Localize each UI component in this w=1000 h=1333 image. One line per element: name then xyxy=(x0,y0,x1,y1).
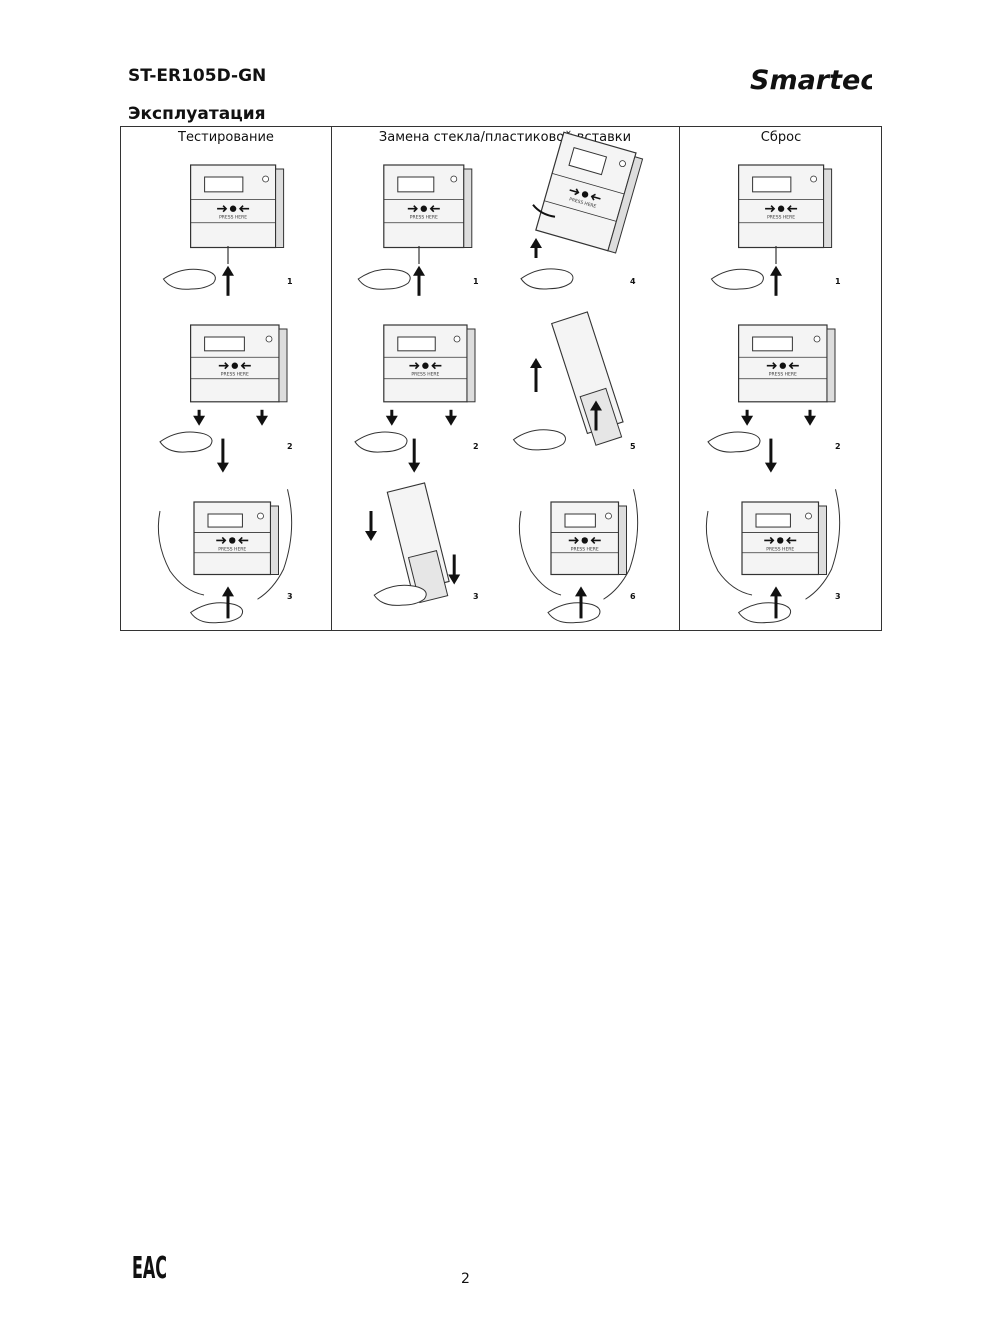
step-number: 3 xyxy=(835,592,841,601)
illustration-reset-1: PRESS HERE 1 xyxy=(710,164,841,296)
illustration-replace-4: 5 xyxy=(512,311,636,451)
step-number: 2 xyxy=(473,442,479,451)
model-title: ST-ER105D-GN xyxy=(128,66,267,86)
step-number: 3 xyxy=(473,592,479,601)
step-number: 2 xyxy=(835,442,841,451)
press-here-label: PRESS HERE xyxy=(766,546,794,552)
press-here-label: PRESS HERE xyxy=(410,215,438,221)
step-number: 4 xyxy=(630,277,636,286)
illustration-replace-1: PRESS HERE 1 xyxy=(357,164,479,296)
eac-mark: EAC xyxy=(132,1251,167,1282)
press-here-label: PRESS HERE xyxy=(219,215,247,221)
illustration-test-2: PRESS HERE 2 xyxy=(159,324,293,473)
illustration-test-1: PRESS HERE 1 xyxy=(162,164,293,296)
step-number: 6 xyxy=(630,592,636,601)
illustration-replace-3: PRESS HERE 2 xyxy=(354,324,479,473)
operations-table: Тестирование Замена стекла/пластиковой в… xyxy=(120,126,882,631)
smartec-logo: Smartec xyxy=(750,65,872,96)
press-here-label: PRESS HERE xyxy=(571,546,599,552)
press-here-label: PRESS HERE xyxy=(221,372,249,378)
page-number: 2 xyxy=(461,1271,470,1287)
press-here-label: PRESS HERE xyxy=(218,546,246,552)
illustration-test-3: PRESS HERE 3 xyxy=(157,489,293,624)
press-here-label: PRESS HERE xyxy=(411,372,439,378)
column-divider xyxy=(331,127,332,630)
step-number: 2 xyxy=(287,442,293,451)
step-number: 1 xyxy=(287,277,293,286)
step-number: 1 xyxy=(473,277,479,286)
column-header-testing: Тестирование xyxy=(178,130,274,145)
press-here-label: PRESS HERE xyxy=(769,372,797,378)
step-number: 1 xyxy=(835,277,841,286)
column-header-reset: Сброс xyxy=(760,130,802,145)
step-number: 3 xyxy=(287,592,293,601)
illustration-reset-2: PRESS HERE 2 xyxy=(707,324,841,473)
brand-wordmark: Smartec xyxy=(750,65,872,96)
eac-text: EAC xyxy=(132,1251,167,1282)
section-title: Эксплуатация xyxy=(128,104,266,124)
column-divider xyxy=(679,127,680,630)
press-here-label: PRESS HERE xyxy=(767,215,795,221)
illustration-reset-3: PRESS HERE 3 xyxy=(705,489,841,624)
illustration-replace-6: PRESS HERE 6 xyxy=(518,489,639,624)
illustration-replace-5: 3 xyxy=(365,482,479,606)
step-number: 5 xyxy=(630,442,636,451)
